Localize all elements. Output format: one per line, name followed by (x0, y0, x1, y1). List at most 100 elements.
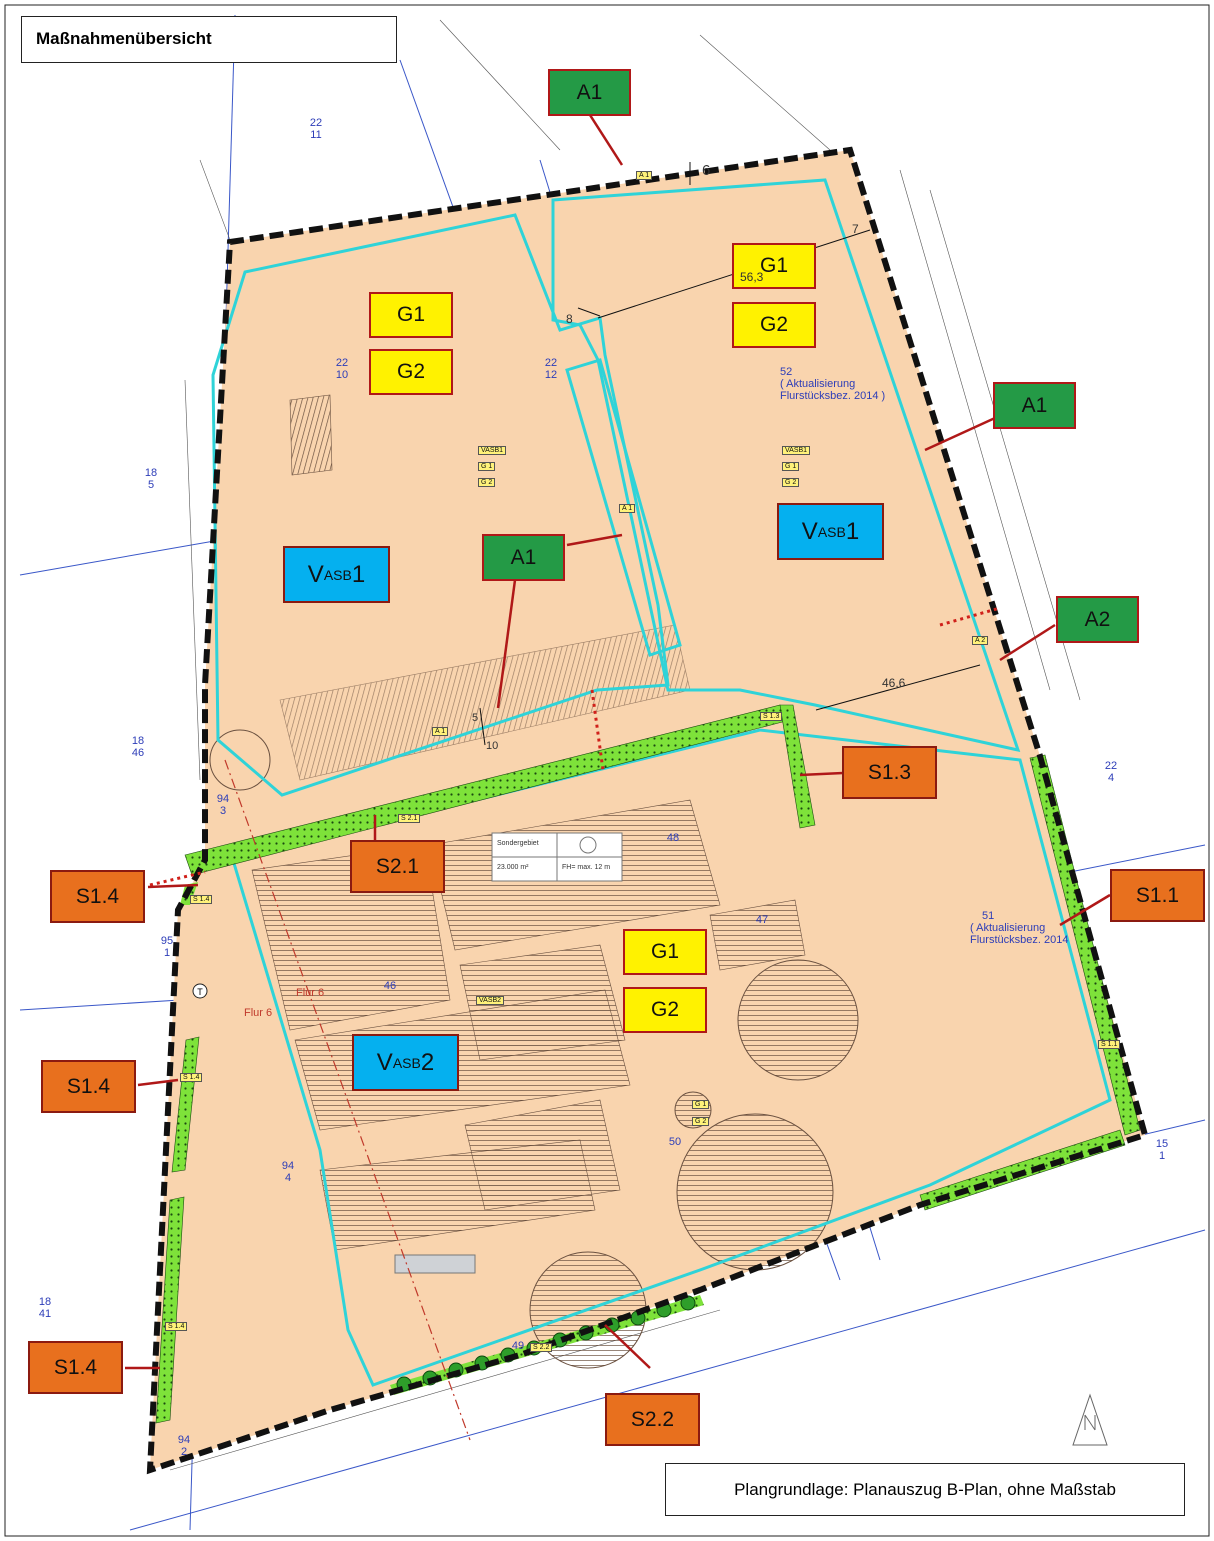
tag-s13: S 1.3 (760, 712, 783, 721)
label-num: 2 (420, 1048, 435, 1076)
parcel-48: 48 (666, 832, 680, 844)
tag-g1: G 1 (692, 1100, 710, 1109)
parcel-94-2: 94 2 (177, 1434, 191, 1458)
tag-vasb1: VASB1 (478, 446, 507, 455)
label-s2-1: S2.1 (350, 840, 445, 893)
sonder-area: 23.000 m² (497, 864, 529, 871)
label-text: S2.2 (630, 1407, 675, 1431)
label-text: A1 (510, 545, 537, 569)
parcel-22-12: 22 12 (544, 357, 558, 381)
label-text: G2 (650, 998, 679, 1021)
tag-a2: A 2 (972, 636, 989, 645)
label-text: S1.4 (53, 1355, 98, 1379)
parcel-52: 52 ( Aktualisierung Flurstücksbez. 2014 … (780, 366, 930, 402)
label-text: S2.1 (375, 854, 420, 878)
tag-vasb2: VASB2 (476, 996, 505, 1005)
label-text: S1.3 (867, 760, 912, 784)
label-s2-2: S2.2 (605, 1393, 700, 1446)
label-g2-bottom: G2 (623, 987, 707, 1033)
label-sub: ASB (817, 523, 846, 540)
tag-g2: G 2 (782, 478, 800, 487)
parcel-22-4: 22 4 (1104, 760, 1118, 784)
label-a1-center: A1 (482, 534, 565, 581)
parcel-49: 49 (511, 1340, 525, 1352)
dimension-6: 6 (702, 162, 711, 179)
label-s1-4-middle: S1.4 (41, 1060, 136, 1113)
label-text: G2 (759, 313, 788, 336)
label-text: S1.1 (1135, 883, 1180, 907)
sondergebiet-box (491, 832, 623, 882)
plan-note: Plangrundlage: Planauszug B-Plan, ohne M… (665, 1463, 1185, 1516)
tag-g2: G 2 (478, 478, 496, 487)
label-text: V (801, 517, 818, 545)
dimension-46-6: 46,6 (882, 676, 906, 690)
label-text: G1 (650, 940, 679, 963)
plan-note-text: Plangrundlage: Planauszug B-Plan, ohne M… (734, 1479, 1116, 1499)
cyan-zones (211, 178, 1112, 1387)
flur-line (224, 759, 471, 1441)
dimension-5: 5 (472, 712, 479, 724)
parcel-52-note: ( Aktualisierung Flurstücksbez. 2014 ) (780, 378, 886, 402)
site-boundary (146, 146, 1149, 1475)
label-a1-top: A1 (548, 69, 631, 116)
label-num: 1 (845, 517, 860, 545)
label-text: S1.4 (75, 884, 120, 908)
parcel-95-1: 95 1 (160, 935, 174, 959)
label-text: A2 (1084, 607, 1111, 631)
label-sub: ASB (392, 1054, 421, 1071)
north-arrow-icon (1072, 1393, 1108, 1446)
tag-s14: S 1.4 (165, 1322, 188, 1331)
tag-g2: G 2 (692, 1117, 710, 1126)
tag-a1: A 1 (432, 727, 449, 736)
label-s1-4-bottom: S1.4 (28, 1341, 123, 1394)
label-g1-right: G1 (732, 243, 816, 289)
t-marker (192, 983, 208, 999)
tag-s11: S 1.1 (1098, 1040, 1121, 1049)
label-num: 1 (351, 560, 366, 588)
t-marker-text: T (197, 987, 203, 997)
label-text: G1 (396, 303, 425, 326)
sonder-height: FH= max. 12 m (562, 864, 611, 871)
label-s1-4-top: S1.4 (50, 870, 145, 923)
label-text: S1.4 (66, 1074, 111, 1098)
flur-label: Flur 6 (244, 1007, 273, 1019)
tag-a1: A 1 (619, 504, 636, 513)
parcel-51-note: ( Aktualisierung Flurstücksbez. 2014 (970, 922, 1069, 946)
tag-g1: G 1 (782, 462, 800, 471)
tag-g1: G 1 (478, 462, 496, 471)
sonder-title: Sondergebiet (497, 840, 539, 847)
parcel-94-3: 94 3 (216, 793, 230, 817)
tag-s14: S 1.4 (180, 1073, 203, 1082)
parcel-51: 51 ( Aktualisierung Flurstücksbez. 2014 (970, 910, 1120, 946)
label-sub: ASB (323, 566, 352, 583)
parcel-47: 47 (755, 914, 769, 926)
label-g2-left: G2 (369, 349, 453, 395)
parcel-15-1: 15 1 (1155, 1138, 1169, 1162)
label-a2: A2 (1056, 596, 1139, 643)
label-text: V (376, 1048, 393, 1076)
dimension-56-3: 56,3 (740, 270, 764, 284)
dimension-10: 10 (486, 740, 499, 752)
label-text: A1 (1021, 393, 1048, 417)
callout-lines (125, 114, 1111, 1370)
label-g1-bottom: G1 (623, 929, 707, 975)
dimension-7: 7 (852, 222, 859, 236)
dimension-8: 8 (566, 312, 573, 326)
parcel-18-5: 18 5 (144, 467, 158, 491)
page-title: Maßnahmenübersicht (21, 16, 397, 63)
page-title-text: Maßnahmenübersicht (36, 29, 212, 48)
label-text: A1 (576, 80, 603, 104)
tag-vasb1: VASB1 (782, 446, 811, 455)
label-s1-1: S1.1 (1110, 869, 1205, 922)
flur-label: Flur 6 (296, 987, 325, 999)
tag-s14: S 1.4 (190, 895, 213, 904)
parcel-46: 46 (383, 980, 397, 992)
red-dotted-markers (149, 606, 1001, 887)
parcel-22-10: 22 10 (335, 357, 349, 381)
parcel-18-46: 18 46 (131, 735, 145, 759)
parcel-50: 50 (668, 1136, 682, 1148)
tag-s21: S 2.1 (398, 814, 421, 823)
